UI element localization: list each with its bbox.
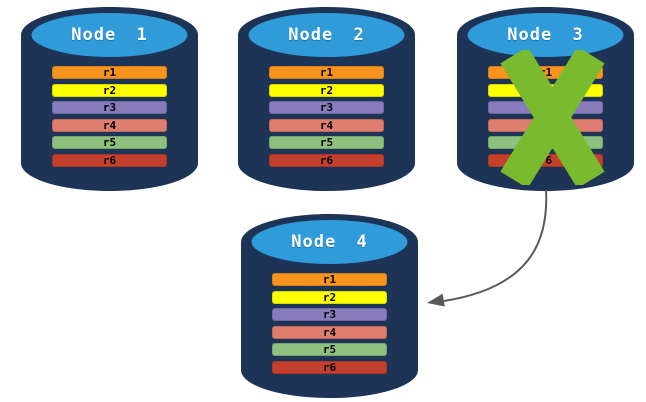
node-4: Node 4 r1 r2 r3 r4 r5 r6 bbox=[240, 213, 419, 399]
replica-bar: r6 bbox=[269, 153, 384, 167]
node-3: Node 3 r1 r2 r3 r4 r5 r6 bbox=[456, 6, 635, 192]
node-title: Node 1 bbox=[71, 25, 148, 45]
arrowhead-icon bbox=[427, 293, 445, 307]
replica-list: r1 r2 r3 r4 r5 r6 bbox=[52, 66, 167, 171]
replica-bar: r5 bbox=[52, 136, 167, 149]
replica-bar: r2 bbox=[52, 83, 167, 97]
replica-list: r1 r2 r3 r4 r5 r6 bbox=[269, 66, 384, 171]
replica-bar: r2 bbox=[272, 290, 387, 304]
replica-bar: r4 bbox=[272, 325, 387, 339]
replica-bar: r4 bbox=[52, 118, 167, 132]
replica-bar: r2 bbox=[269, 83, 384, 97]
replica-bar: r3 bbox=[272, 308, 387, 321]
replica-bar: r6 bbox=[52, 153, 167, 167]
replica-bar: r4 bbox=[269, 118, 384, 132]
replica-bar: r3 bbox=[269, 101, 384, 114]
replica-bar: r5 bbox=[269, 136, 384, 149]
replica-bar: r5 bbox=[272, 343, 387, 356]
replica-bar: r1 bbox=[269, 66, 384, 79]
node-title: Node 4 bbox=[291, 232, 368, 252]
node-2: Node 2 r1 r2 r3 r4 r5 r6 bbox=[237, 6, 416, 192]
replica-list: r1 r2 r3 r4 r5 r6 bbox=[272, 273, 387, 378]
node-title: Node 3 bbox=[507, 25, 584, 45]
replica-bar: r1 bbox=[52, 66, 167, 79]
node-title: Node 2 bbox=[288, 25, 365, 45]
replica-bar: r3 bbox=[52, 101, 167, 114]
failure-x-icon bbox=[500, 50, 605, 185]
replica-bar: r6 bbox=[272, 360, 387, 374]
node-1: Node 1 r1 r2 r3 r4 r5 r6 bbox=[20, 6, 199, 192]
replica-bar: r1 bbox=[272, 273, 387, 286]
